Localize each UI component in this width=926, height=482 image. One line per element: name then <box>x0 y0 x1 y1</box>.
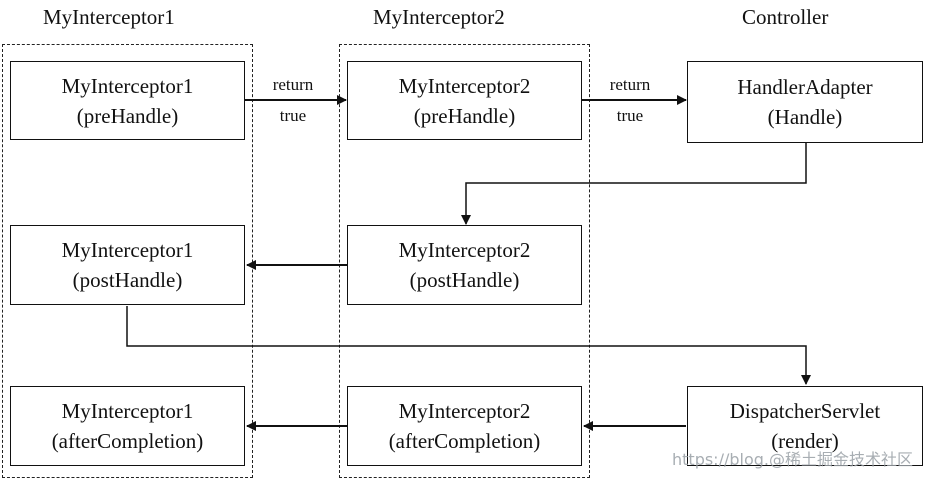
box-line1: MyInterceptor2 <box>398 399 531 423</box>
box-line2: (preHandle) <box>413 103 516 128</box>
column-title-interceptor1: MyInterceptor1 <box>43 5 175 29</box>
box-line2: (postHandle) <box>72 268 183 292</box>
box-line2: (afterCompletion) <box>51 429 204 453</box>
box-handler-adapter: HandlerAdapter (Handle) <box>687 61 923 143</box>
box-line1: MyInterceptor1 <box>61 399 194 423</box>
box-line1: MyInterceptor2 <box>398 238 531 262</box>
edge-label-return: return <box>272 75 314 94</box>
column-title-interceptor2: MyInterceptor2 <box>373 5 505 29</box>
box-interceptor1-aftercompletion: MyInterceptor1 (afterCompletion) <box>10 386 245 466</box>
box-line2: (preHandle) <box>76 103 179 128</box>
box-interceptor1-posthandle: MyInterceptor1 (postHandle) <box>10 225 245 305</box>
arrow-handler-to-i2post <box>461 143 807 225</box>
box-line1: MyInterceptor1 <box>61 238 194 262</box>
box-line2: (Handle) <box>767 105 843 129</box>
box-line1: MyInterceptor1 <box>61 73 194 98</box>
box-line2: (afterCompletion) <box>388 429 541 453</box>
interceptor2-group <box>339 44 590 478</box>
box-interceptor2-posthandle: MyInterceptor2 (postHandle) <box>347 225 582 305</box>
box-interceptor2-prehandle: MyInterceptor2 (preHandle) <box>347 61 582 140</box>
edge-label-true: true <box>616 106 644 125</box>
edge-label-true: true <box>279 106 307 125</box>
box-line1: MyInterceptor2 <box>398 73 531 98</box>
arrow-i1post-to-dispatch <box>126 306 811 385</box>
box-line2: (render) <box>771 429 839 453</box>
box-interceptor2-aftercompletion: MyInterceptor2 (afterCompletion) <box>347 386 582 466</box>
box-dispatcher-servlet: DispatcherServlet (render) <box>687 386 923 466</box>
box-line1: DispatcherServlet <box>729 399 881 423</box>
watermark: https://blog.@稀土掘金技术社区 <box>672 450 913 469</box>
box-interceptor1-prehandle: MyInterceptor1 (preHandle) <box>10 61 245 140</box>
edge-label-return: return <box>609 75 651 94</box>
column-title-controller: Controller <box>742 5 829 29</box>
box-line1: HandlerAdapter <box>737 75 873 99</box>
box-line2: (postHandle) <box>409 268 520 292</box>
